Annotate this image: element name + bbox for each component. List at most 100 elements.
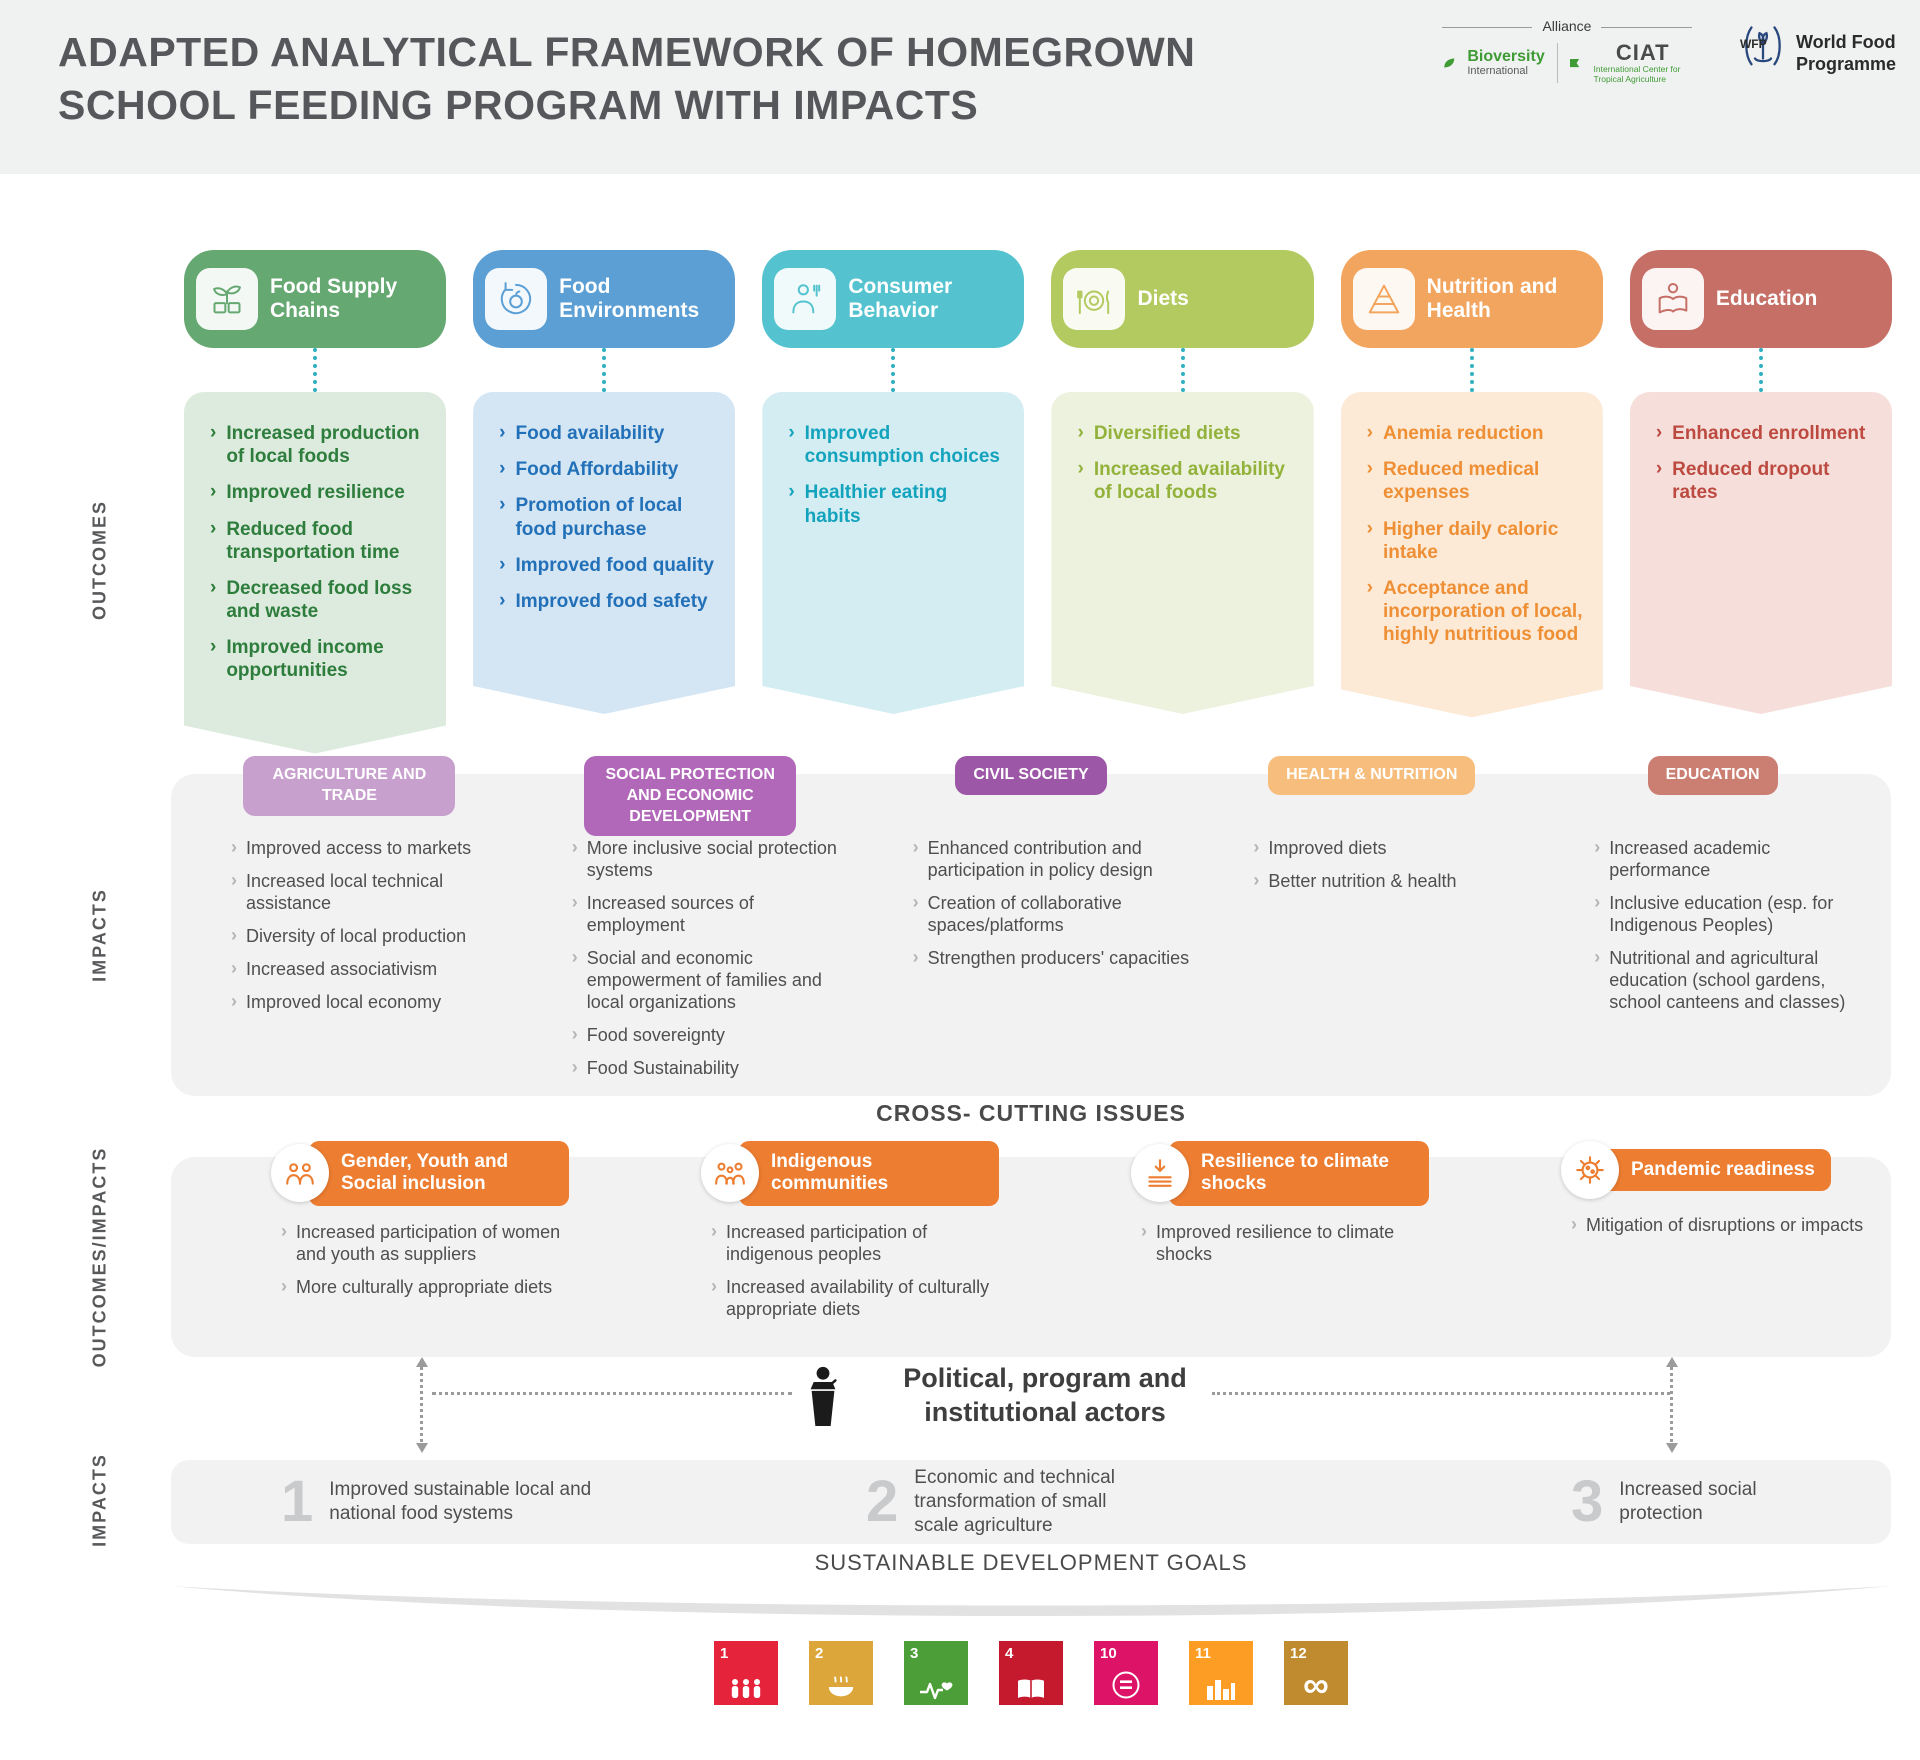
impact-item: Increased associativism — [231, 959, 508, 981]
impact-text: Increased local technical assistance — [246, 870, 444, 913]
sdg-row: 1 2 3 4 10 — [171, 1641, 1891, 1705]
outcome-item: Improved food safety — [499, 590, 715, 613]
sprout-boxes-icon — [196, 268, 258, 330]
impact-text: Inclusive education (esp. for Indigenous… — [1609, 892, 1834, 935]
outcome-text: Reduced dropout rates — [1672, 459, 1830, 504]
sdg-infinity-icon: ∞ — [1303, 1664, 1329, 1706]
header: ADAPTED ANALYTICAL FRAMEWORK OF HOMEGROW… — [0, 0, 1920, 174]
bioversity-logo-text: Bioversity International — [1467, 48, 1545, 78]
cross-cutting-band: Gender, Youth and Social inclusion Incre… — [171, 1141, 1891, 1357]
sdg-number: 1 — [720, 1645, 729, 1662]
outcomes-box-diets: Diversified diets Increased availability… — [1051, 392, 1313, 714]
final-impact-number: 1 — [281, 1469, 314, 1534]
sdg-tile-2: 2 — [809, 1641, 873, 1705]
wfp-emblem-icon — [1745, 25, 1781, 65]
impacts-band: AGRICULTURE AND TRADE Improved access to… — [171, 756, 1891, 1096]
impact-item: Creation of collaborative spaces/platfor… — [913, 893, 1190, 937]
impact-item: Strengthen producers' capacities — [913, 948, 1190, 970]
impact-group-header: EDUCATION — [1647, 756, 1778, 795]
impact-text: Diversity of local production — [246, 925, 467, 946]
sdg-tile-3: 3 — [904, 1641, 968, 1705]
impact-item: Diversity of local production — [231, 926, 508, 948]
sdg-tile-10: 10 — [1094, 1641, 1158, 1705]
wfp-name-line1: World Food — [1795, 32, 1896, 52]
impact-group-header: CIVIL SOCIETY — [955, 756, 1107, 795]
outcome-text: Increased availability of local foods — [1093, 459, 1285, 504]
speaker-podium-icon — [800, 1366, 846, 1426]
outcome-item: Food Affordability — [499, 458, 715, 481]
impact-item: Increased sources of employment — [572, 893, 849, 937]
outcome-item: Higher daily caloric intake — [1367, 518, 1583, 564]
outcome-text: Improved income opportunities — [226, 637, 384, 682]
pill-consumer-behavior: Consumer Behavior — [762, 250, 1025, 348]
outcome-item: Improved income opportunities — [210, 636, 426, 682]
impact-text: Social and economic empowerment of famil… — [586, 947, 822, 1012]
food-pyramid-icon — [1352, 268, 1415, 330]
impact-text: Improved local economy — [246, 991, 442, 1012]
outcome-text: Food Affordability — [515, 459, 679, 481]
outcome-text: Reduced medical expenses — [1382, 459, 1540, 504]
outcome-text: Healthier eating habits — [804, 482, 948, 527]
sdg-number: 4 — [1005, 1645, 1014, 1662]
impact-text: Enhanced contribution and participation … — [927, 838, 1153, 880]
dotted-connector — [891, 348, 896, 392]
dotted-connector — [313, 348, 318, 392]
column-nutrition-health: Nutrition and Health Anemia reduction Re… — [1340, 250, 1603, 754]
cc-item: Increased participation of indigenous pe… — [711, 1222, 1019, 1266]
eating-person-icon — [774, 268, 837, 330]
outcome-item: Reduced medical expenses — [1367, 458, 1583, 504]
wfp-name-line2: Programme — [1795, 53, 1896, 74]
cc-group-pandemic: Pandemic readiness Mitigation of disrupt… — [1461, 1141, 1891, 1357]
impact-item: Food sovereignty — [572, 1025, 849, 1047]
sdg-title: SUSTAINABLE DEVELOPMENT GOALS — [814, 1550, 1248, 1575]
final-impact-text: Increased social protection — [1619, 1479, 1757, 1524]
dotted-double-arrow-right — [1666, 1357, 1678, 1453]
alliance-label: Alliance — [1532, 18, 1602, 34]
sdg-bowl-icon — [809, 1666, 873, 1700]
sdg-buildings-icon — [1189, 1666, 1253, 1700]
outcome-item: Food availability — [499, 422, 715, 445]
cc-text: Increased participation of women and you… — [296, 1221, 561, 1264]
bioversity-leaf-icon — [1444, 58, 1455, 68]
column-food-environments: Food Environments Food availability Food… — [473, 250, 736, 754]
outcome-item: Decreased food loss and waste — [210, 577, 426, 623]
political-actors-label: Political, program and institutional act… — [903, 1363, 1187, 1427]
pill-food-environments: Food Environments — [473, 250, 736, 348]
side-label-outcomes-impacts: OUTCOMES/IMPACTS — [89, 1146, 110, 1368]
sdg-number: 2 — [815, 1645, 824, 1662]
wfp-abbr: WFP — [1739, 36, 1767, 51]
impact-item: Improved access to markets — [231, 838, 508, 860]
outcomes-row: Food Supply Chains Increased production … — [184, 250, 1892, 754]
sdg-tile-1: 1 — [714, 1641, 778, 1705]
sdg-tile-11: 11 — [1189, 1641, 1253, 1705]
impact-text: More inclusive social protection systems — [586, 838, 837, 880]
bioversity-sub: International — [1467, 65, 1528, 77]
impact-text: Improved diets — [1268, 838, 1387, 858]
pill-label: Consumer Behavior — [848, 275, 953, 322]
outcome-item: Reduced food transportation time — [210, 518, 426, 564]
pill-nutrition-health: Nutrition and Health — [1340, 250, 1603, 348]
impact-text: Food Sustainability — [586, 1057, 739, 1078]
side-label-impacts-final: IMPACTS — [89, 1453, 110, 1547]
sdg-heartbeat-icon — [904, 1666, 968, 1700]
cc-text: Mitigation of disruptions or impacts — [1586, 1215, 1864, 1235]
impact-item: Increased academic performance — [1594, 838, 1871, 882]
outcome-text: Improved resilience — [226, 482, 405, 504]
outcomes-box-food-supply-chains: Increased production of local foods Impr… — [184, 392, 446, 754]
outcome-text: Enhanced enrollment — [1672, 423, 1866, 444]
outcome-item: Healthier eating habits — [788, 481, 1004, 527]
outcome-item: Improved consumption choices — [788, 422, 1004, 468]
column-diets: Diets Diversified diets Increased availa… — [1051, 250, 1314, 754]
impact-text: Increased associativism — [246, 958, 438, 979]
outcome-item: Reduced dropout rates — [1656, 458, 1872, 504]
outcome-text: Improved consumption choices — [804, 423, 1000, 468]
dotted-line-left — [432, 1392, 792, 1395]
bioversity-name: Bioversity — [1467, 48, 1545, 65]
sdg-tile-4: 4 — [999, 1641, 1063, 1705]
cc-pill-label: Indigenous communities — [739, 1141, 999, 1206]
final-impact-number: 3 — [1571, 1469, 1604, 1534]
outcome-item: Anemia reduction — [1367, 422, 1583, 445]
impact-text: Strengthen producers' capacities — [927, 947, 1190, 968]
cc-pill-label: Gender, Youth and Social inclusion — [309, 1141, 569, 1206]
